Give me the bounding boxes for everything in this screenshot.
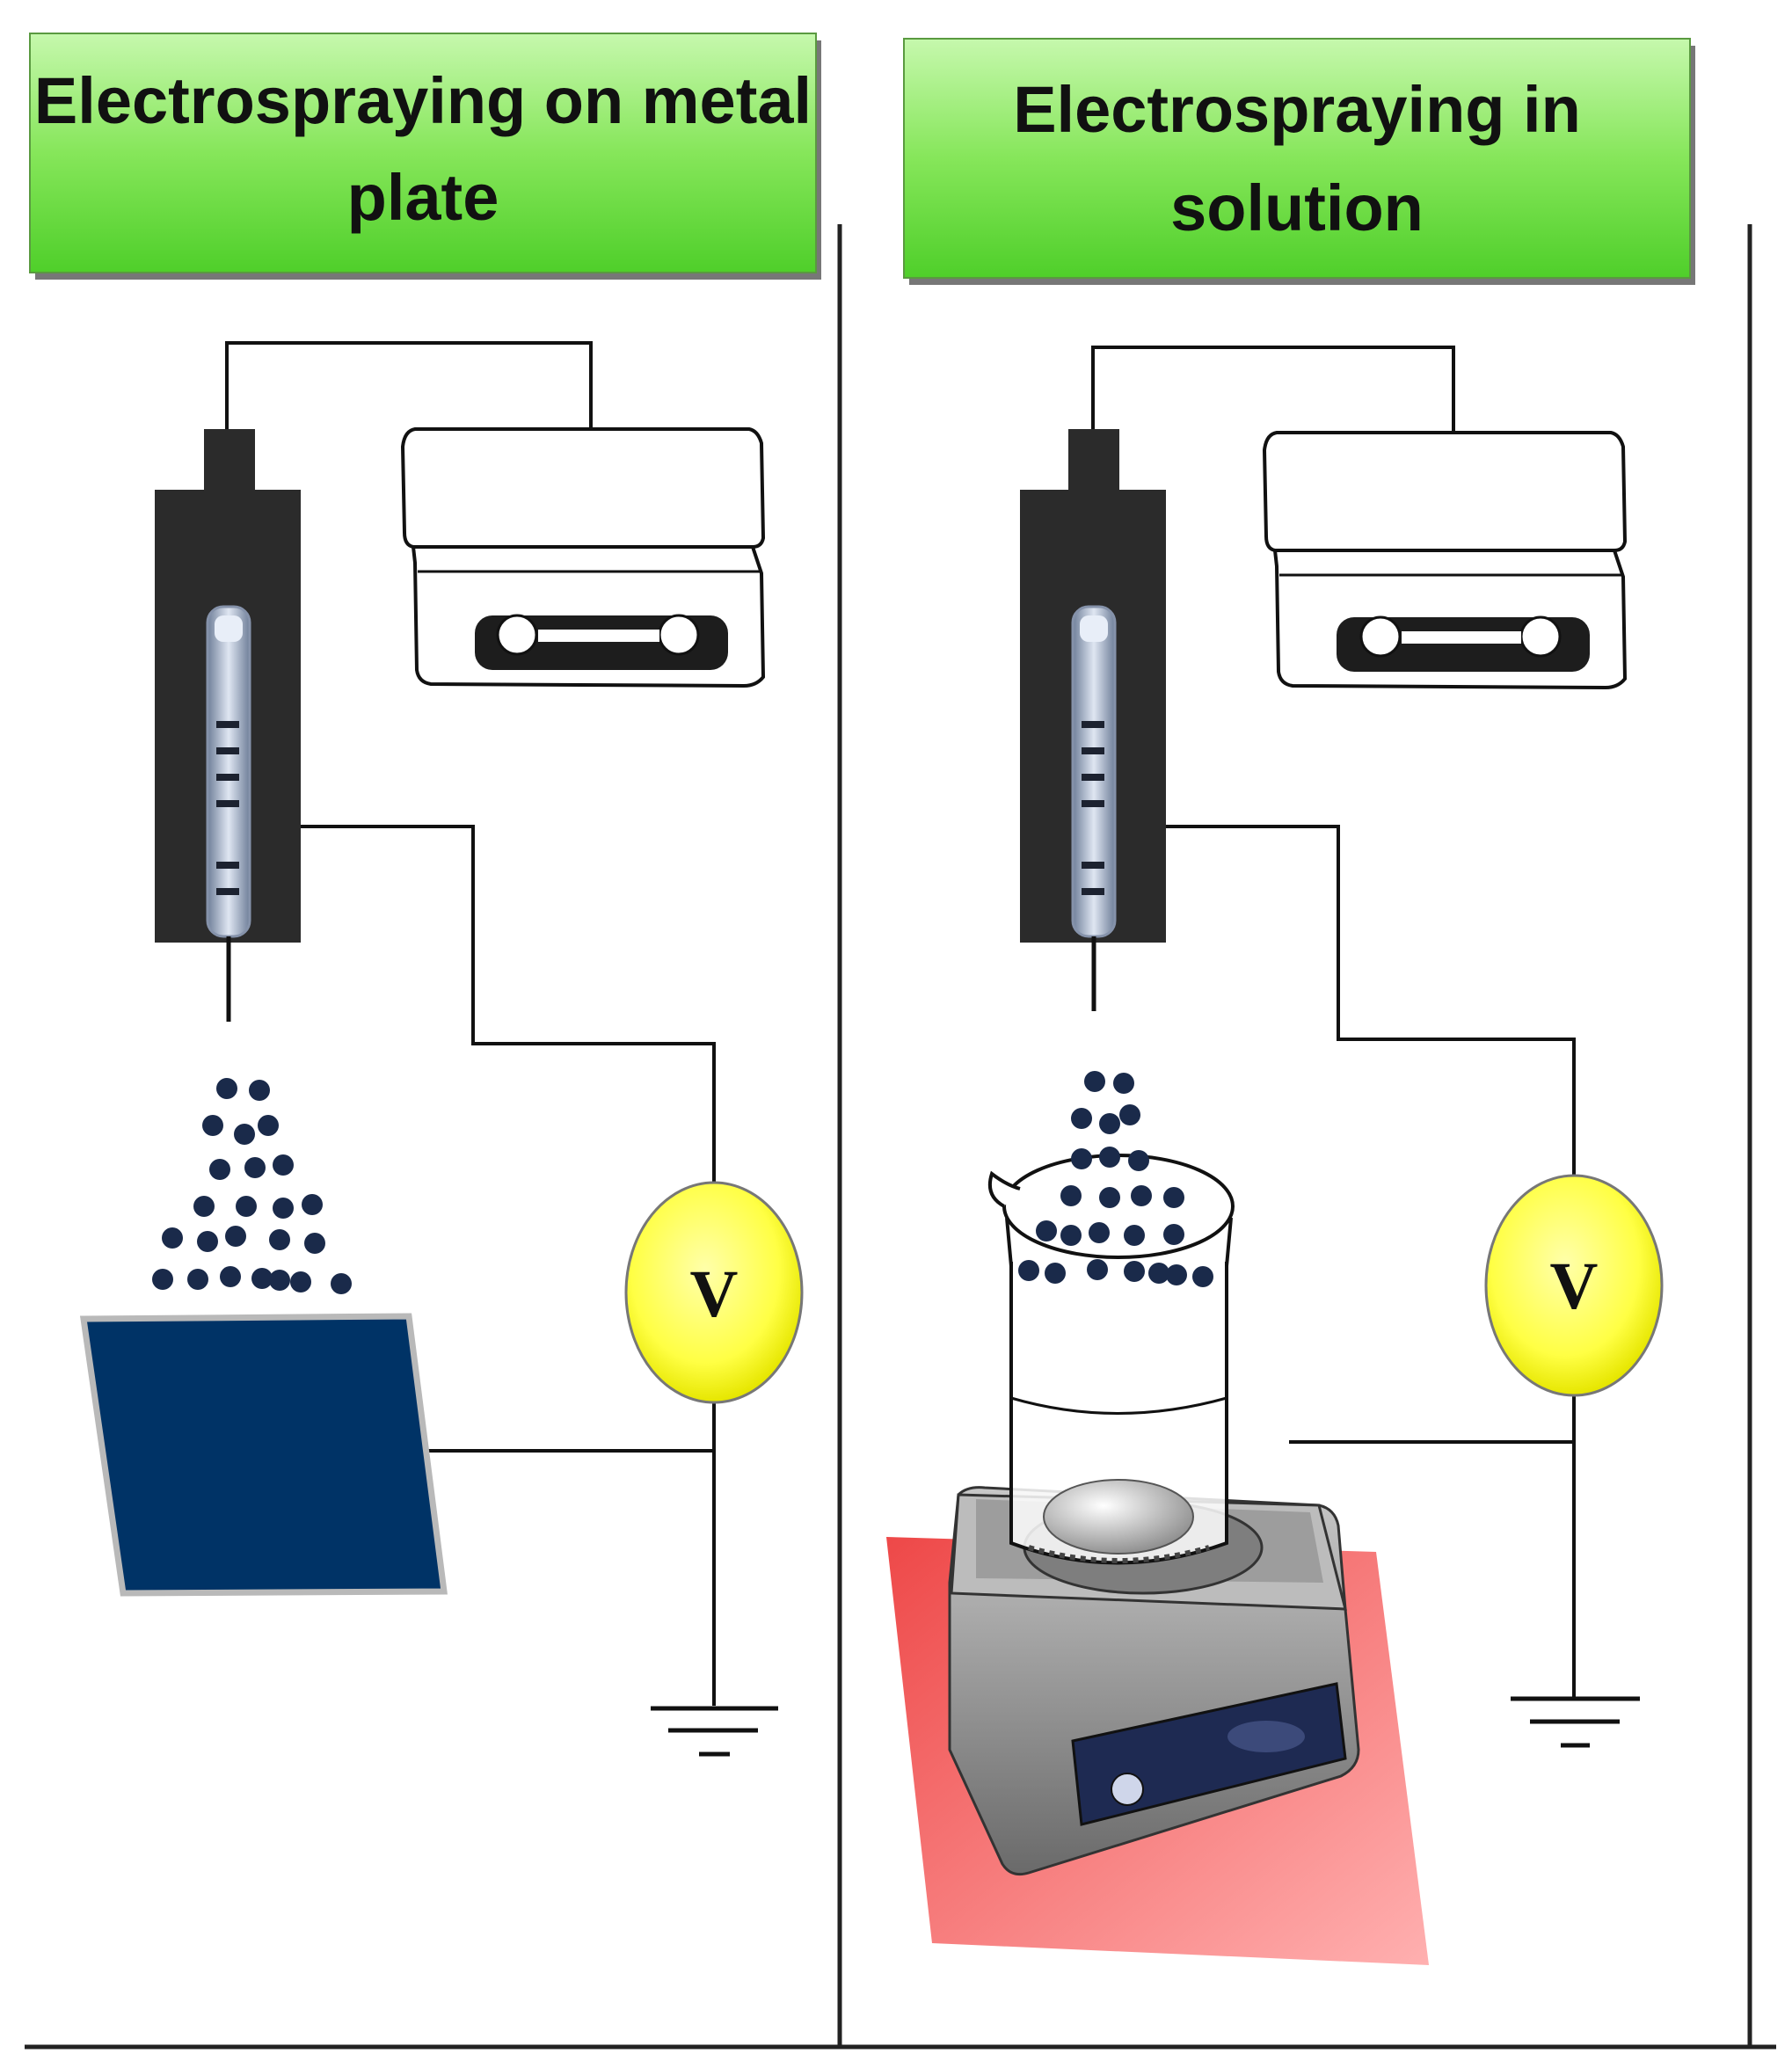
title-box xyxy=(29,33,817,273)
panel-title-line-2: solution xyxy=(1170,171,1424,244)
ground-symbol-icon xyxy=(651,1706,778,1757)
syringe-pump-icon xyxy=(1262,431,1628,690)
voltmeter-icon: V xyxy=(1484,1174,1664,1397)
voltmeter-label: V xyxy=(690,1257,739,1331)
panel-title-line-1: Electrospraying on metal xyxy=(34,64,812,137)
droplets-spray xyxy=(152,1078,352,1294)
high-voltage-wire xyxy=(299,825,716,1183)
metal-plate xyxy=(79,1313,448,1597)
panel-title-line-1: Electrospraying in xyxy=(1013,73,1581,146)
syringe-pump-icon xyxy=(400,427,766,688)
title-box xyxy=(903,38,1691,279)
voltmeter-icon: V xyxy=(624,1181,804,1404)
voltmeter-label: V xyxy=(1550,1249,1599,1323)
high-voltage-wire xyxy=(1165,825,1576,1178)
panel-title-line-2: plate xyxy=(347,161,499,234)
droplets-spray xyxy=(1018,1071,1213,1287)
syringe-holder-icon xyxy=(155,429,301,1022)
syringe-holder-icon xyxy=(1020,429,1166,1011)
panel-solution: Electrospraying in solution xyxy=(886,38,1695,1965)
ground-symbol-icon xyxy=(1511,1696,1640,1748)
panel-metal-plate: Electrospraying on metal plate xyxy=(29,33,821,1757)
beaker-icon xyxy=(987,1154,1235,1565)
